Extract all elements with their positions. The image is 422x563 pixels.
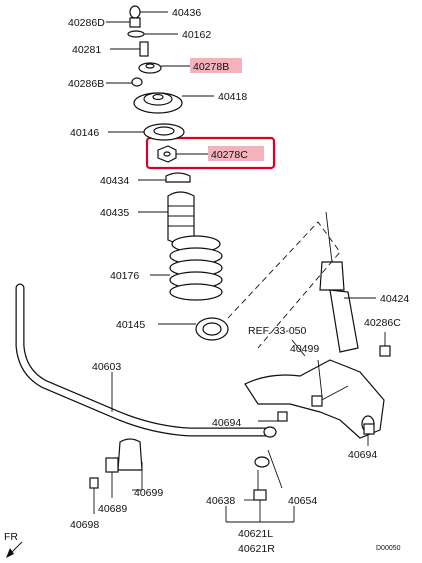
label-40278c: 40278C — [211, 149, 248, 161]
label-fr: FR — [4, 531, 18, 543]
part-40286c-nut — [379, 332, 391, 357]
part-40694-left-nut — [258, 411, 288, 422]
label-40621r: 40621R — [238, 543, 275, 555]
label-40689: 40689 — [98, 503, 127, 515]
label-40424: 40424 — [380, 293, 409, 305]
part-40603-stabilizer-bar — [15, 283, 277, 438]
part-40434-cap — [138, 172, 191, 183]
label-40286d: 40286D — [68, 17, 105, 29]
part-40699-bracket — [117, 438, 143, 491]
highlight-frame-40278c — [145, 136, 276, 170]
part-40621-bracket — [225, 500, 295, 523]
part-40638-link — [244, 456, 270, 501]
part-40435-stopper — [138, 191, 195, 244]
label-40638: 40638 — [206, 495, 235, 507]
part-40281-bushing — [110, 41, 149, 57]
part-40436-cap — [129, 5, 168, 19]
highlight-40278c — [208, 146, 264, 161]
label-40434: 40434 — [100, 175, 129, 187]
part-40162-washer — [127, 30, 178, 38]
part-40145-seat — [158, 317, 229, 341]
label-40698: 40698 — [70, 519, 99, 531]
label-40435: 40435 — [100, 207, 129, 219]
label-40162: 40162 — [182, 29, 211, 41]
part-40278c-nut — [157, 145, 208, 163]
part-40286b — [106, 77, 143, 87]
highlight-40278b — [190, 58, 242, 73]
part-40146-seat — [108, 123, 185, 141]
label-40418: 40418 — [218, 91, 247, 103]
guide-dashed-line — [227, 221, 341, 349]
part-40418-mount — [133, 92, 214, 114]
part-40286d-nut — [106, 17, 141, 28]
part-40654-link — [267, 449, 283, 489]
label-40145: 40145 — [116, 319, 145, 331]
part-40278b — [138, 62, 190, 74]
diagram-code: D00050 — [376, 545, 401, 552]
part-40694-right-nut — [363, 423, 375, 446]
label-40146: 40146 — [70, 127, 99, 139]
part-40424-strut — [319, 211, 376, 353]
label-40286c: 40286C — [364, 317, 401, 329]
label-40281: 40281 — [72, 44, 101, 56]
label-40694-right: 40694 — [348, 449, 377, 461]
front-arrow — [6, 541, 23, 558]
label-40286b: 40286B — [68, 78, 104, 90]
part-40698-bolt — [89, 477, 99, 514]
label-40499: 40499 — [290, 343, 319, 355]
label-40621l: 40621L — [238, 528, 273, 540]
part-40689-bushing — [105, 457, 119, 498]
label-40278b: 40278B — [193, 61, 229, 73]
label-40436: 40436 — [172, 7, 201, 19]
label-40654: 40654 — [288, 495, 317, 507]
label-40694-left: 40694 — [212, 417, 241, 429]
label-40603: 40603 — [92, 361, 121, 373]
part-40176-spring — [150, 235, 223, 301]
part-40499-bolt — [311, 359, 349, 407]
label-ref-33-050: REF. 33-050 — [248, 325, 307, 337]
label-40699: 40699 — [134, 487, 163, 499]
label-40176: 40176 — [110, 270, 139, 282]
